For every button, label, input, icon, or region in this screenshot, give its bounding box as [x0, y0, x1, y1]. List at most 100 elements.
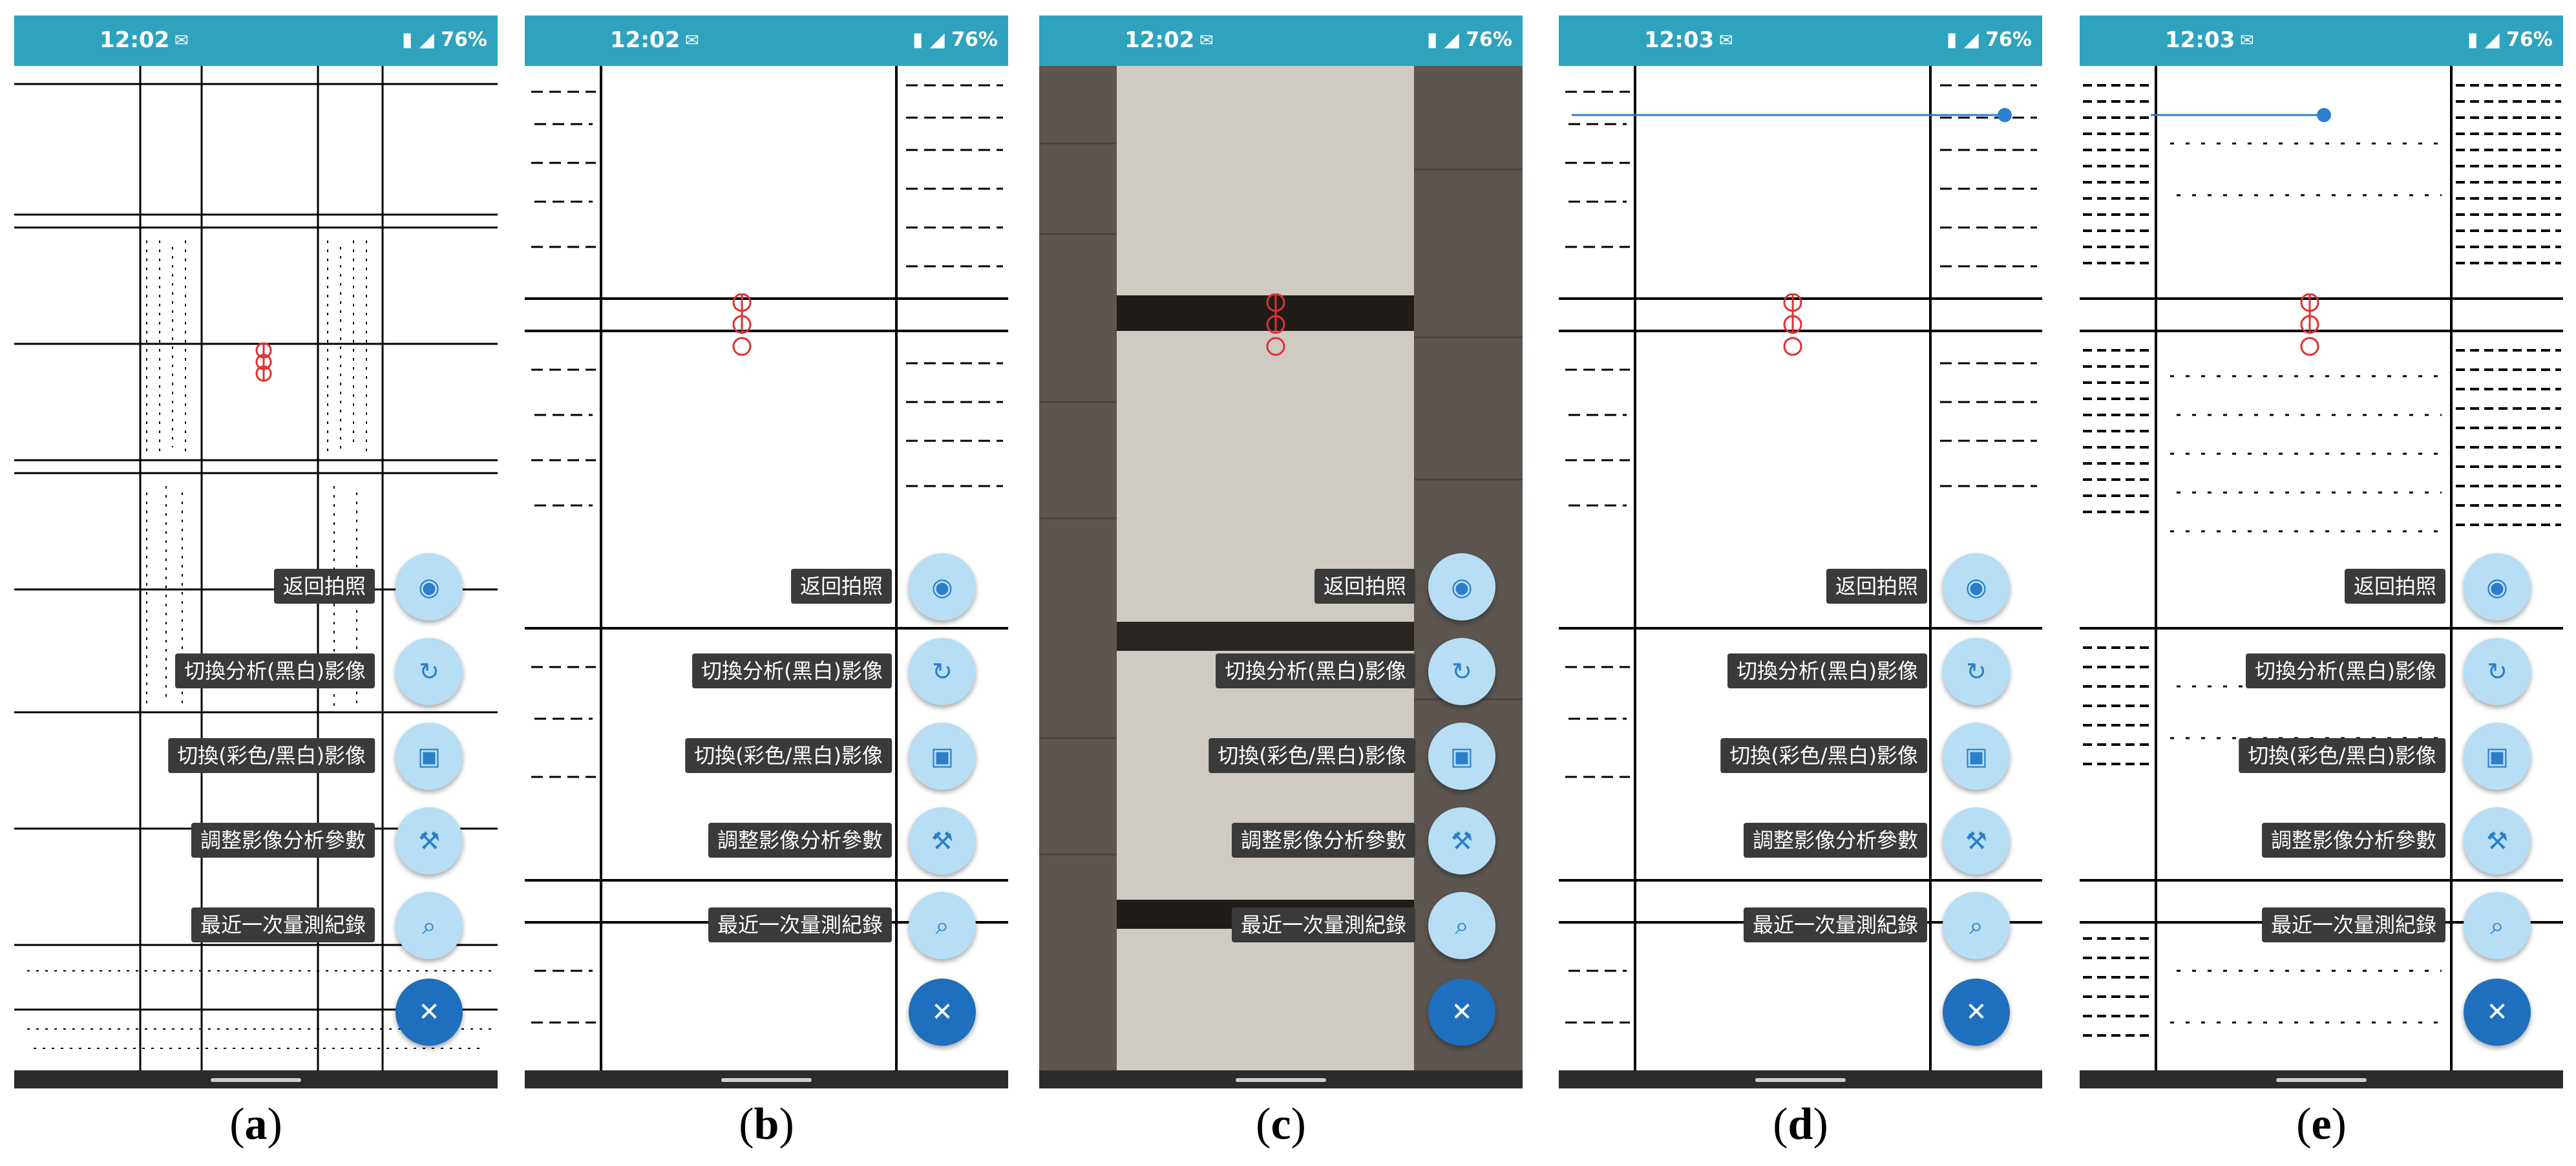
adjust-params-button[interactable]: ⚒ [1943, 807, 2010, 874]
last-record-button[interactable]: ⌕ [1943, 892, 2010, 959]
last-record-button[interactable]: ⌕ [2464, 892, 2531, 959]
caption-letter: b [754, 1099, 779, 1149]
menu-label-switch-analysis[interactable]: 切換分析(黑白)影像 [1216, 653, 1415, 688]
menu-label-switch-analysis[interactable]: 切換分析(黑白)影像 [692, 653, 892, 688]
caption-c: (c) [1039, 1099, 1523, 1150]
caption-b: (b) [525, 1099, 1008, 1150]
camera-aperture-icon: ◉ [1451, 573, 1473, 601]
switch-color-button[interactable]: ▣ [396, 723, 463, 790]
menu-label-last-record[interactable]: 最近一次量測紀錄 [2261, 907, 2445, 942]
menu-label-adjust-params[interactable]: 調整影像分析參數 [1231, 823, 1415, 858]
last-record-button[interactable]: ⌕ [909, 892, 976, 959]
menu-label-back-to-camera[interactable]: 返回拍照 [273, 569, 375, 604]
adjust-params-button[interactable]: ⚒ [1428, 807, 1495, 874]
close-menu-button[interactable]: ✕ [2464, 979, 2531, 1046]
message-icon: ✉ [1719, 31, 1733, 50]
battery-level: 76% [1466, 28, 1512, 51]
switch-analysis-button[interactable]: ↻ [396, 638, 463, 705]
caption-a: (a) [14, 1099, 498, 1150]
home-gesture-bar[interactable] [211, 1078, 301, 1082]
battery-level: 76% [951, 28, 998, 51]
switch-color-button[interactable]: ▣ [2464, 723, 2531, 790]
menu-label-switch-analysis[interactable]: 切換分析(黑白)影像 [2246, 653, 2445, 688]
menu-label-adjust-params[interactable]: 調整影像分析參數 [191, 823, 375, 858]
menu-label-back-to-camera[interactable]: 返回拍照 [790, 569, 892, 604]
signal-icon: ▮ ◢ [1946, 28, 1986, 51]
back-to-camera-button[interactable]: ◉ [396, 553, 463, 620]
menu-label-switch-analysis[interactable]: 切換分析(黑白)影像 [1727, 653, 1927, 688]
caption-paren-close: ) [1291, 1099, 1306, 1149]
back-to-camera-button[interactable]: ◉ [2464, 553, 2531, 620]
measure-handle [1998, 108, 2012, 122]
menu-label-adjust-params[interactable]: 調整影像分析參數 [2261, 823, 2445, 858]
back-to-camera-button[interactable]: ◉ [1428, 553, 1495, 620]
home-gesture-bar[interactable] [1236, 1078, 1326, 1082]
measure-marker[interactable] [251, 343, 277, 388]
back-to-camera-button[interactable]: ◉ [1943, 553, 2010, 620]
measure-marker[interactable] [729, 293, 755, 358]
status-bar: 12:03 ✉ ▮ ◢ 76% [1559, 16, 2042, 66]
close-icon: ✕ [1451, 997, 1473, 1027]
home-gesture-bar[interactable] [1755, 1078, 1846, 1082]
signal-icon: ▮ ◢ [912, 28, 952, 51]
last-record-button[interactable]: ⌕ [1428, 892, 1495, 959]
switch-analysis-button[interactable]: ↻ [1428, 638, 1495, 705]
measure-marker[interactable] [1780, 293, 1806, 358]
switch-color-button[interactable]: ▣ [1943, 723, 2010, 790]
switch-color-button[interactable]: ▣ [1428, 723, 1495, 790]
caption-paren-open: ( [229, 1099, 245, 1149]
menu-label-last-record[interactable]: 最近一次量測紀錄 [708, 907, 892, 942]
search-icon: ⌕ [2490, 911, 2504, 940]
menu-label-back-to-camera[interactable]: 返回拍照 [1826, 569, 1927, 604]
menu-label-switch-color[interactable]: 切換(彩色/黑白)影像 [2239, 738, 2445, 773]
navigation-bar [2080, 1070, 2563, 1088]
measure-marker[interactable] [2297, 293, 2323, 358]
switch-color-button[interactable]: ▣ [909, 723, 976, 790]
last-record-button[interactable]: ⌕ [396, 892, 463, 959]
switch-analysis-button[interactable]: ↻ [1943, 638, 2010, 705]
adjust-params-button[interactable]: ⚒ [2464, 807, 2531, 874]
phone-panel-b: 12:02 ✉ ▮ ◢ 76% [525, 16, 1008, 1088]
navigation-bar [525, 1070, 1008, 1088]
adjust-params-button[interactable]: ⚒ [909, 807, 976, 874]
close-menu-button[interactable]: ✕ [1943, 979, 2010, 1046]
home-gesture-bar[interactable] [2276, 1078, 2367, 1082]
navigation-bar [1559, 1070, 2042, 1088]
close-menu-button[interactable]: ✕ [396, 979, 463, 1046]
measure-marker[interactable] [1263, 293, 1289, 358]
color-image-view[interactable]: 返回拍照 ◉ 切換分析(黑白)影像 ↻ 切換(彩色/黑白)影像 ▣ 調整影像分析… [1039, 66, 1523, 1084]
status-time: 12:02 [610, 27, 681, 53]
status-bar: 12:02 ✉ ▮ ◢ 76% [1039, 16, 1523, 66]
menu-label-back-to-camera[interactable]: 返回拍照 [2344, 569, 2445, 604]
edge-image-view[interactable]: 返回拍照 ◉ 切換分析(黑白)影像 ↻ 切換(彩色/黑白)影像 ▣ 調整影像分析… [1559, 66, 2042, 1084]
adjust-params-button[interactable]: ⚒ [396, 807, 463, 874]
tools-icon: ⚒ [417, 827, 441, 855]
menu-label-last-record[interactable]: 最近一次量測紀錄 [1743, 907, 1927, 942]
menu-label-switch-color[interactable]: 切換(彩色/黑白)影像 [1209, 738, 1415, 773]
tools-icon: ⚒ [931, 827, 954, 855]
phone-panel-a: 12:02 ✉ ▮ ◢ 76% [14, 16, 498, 1088]
menu-label-switch-analysis[interactable]: 切換分析(黑白)影像 [175, 653, 375, 688]
menu-label-adjust-params[interactable]: 調整影像分析參數 [708, 823, 892, 858]
edge-image-view[interactable]: 返回拍照 ◉ 切換分析(黑白)影像 ↻ 切換(彩色/黑白)影像 ▣ 調整影像分析… [14, 66, 498, 1084]
status-time: 12:03 [2165, 27, 2235, 53]
caption-paren-open: ( [2296, 1099, 2312, 1149]
menu-label-adjust-params[interactable]: 調整影像分析參數 [1743, 823, 1927, 858]
menu-label-last-record[interactable]: 最近一次量測紀錄 [191, 907, 375, 942]
menu-label-switch-color[interactable]: 切換(彩色/黑白)影像 [685, 738, 892, 773]
back-to-camera-button[interactable]: ◉ [909, 553, 976, 620]
home-gesture-bar[interactable] [721, 1078, 812, 1082]
menu-label-back-to-camera[interactable]: 返回拍照 [1314, 569, 1415, 604]
menu-label-switch-color[interactable]: 切換(彩色/黑白)影像 [168, 738, 375, 773]
switch-analysis-button[interactable]: ↻ [2464, 638, 2531, 705]
edge-image-view[interactable]: 返回拍照 ◉ 切換分析(黑白)影像 ↻ 切換(彩色/黑白)影像 ▣ 調整影像分析… [2080, 66, 2563, 1084]
menu-label-last-record[interactable]: 最近一次量測紀錄 [1231, 907, 1415, 942]
edge-image-view[interactable]: 返回拍照 ◉ 切換分析(黑白)影像 ↻ 切換(彩色/黑白)影像 ▣ 調整影像分析… [525, 66, 1008, 1084]
close-menu-button[interactable]: ✕ [909, 979, 976, 1046]
close-menu-button[interactable]: ✕ [1428, 979, 1495, 1046]
caption-paren-close: ) [779, 1099, 794, 1149]
navigation-bar [1039, 1070, 1523, 1088]
switch-analysis-button[interactable]: ↻ [909, 638, 976, 705]
menu-label-switch-color[interactable]: 切換(彩色/黑白)影像 [1720, 738, 1927, 773]
status-time: 12:02 [100, 27, 170, 53]
